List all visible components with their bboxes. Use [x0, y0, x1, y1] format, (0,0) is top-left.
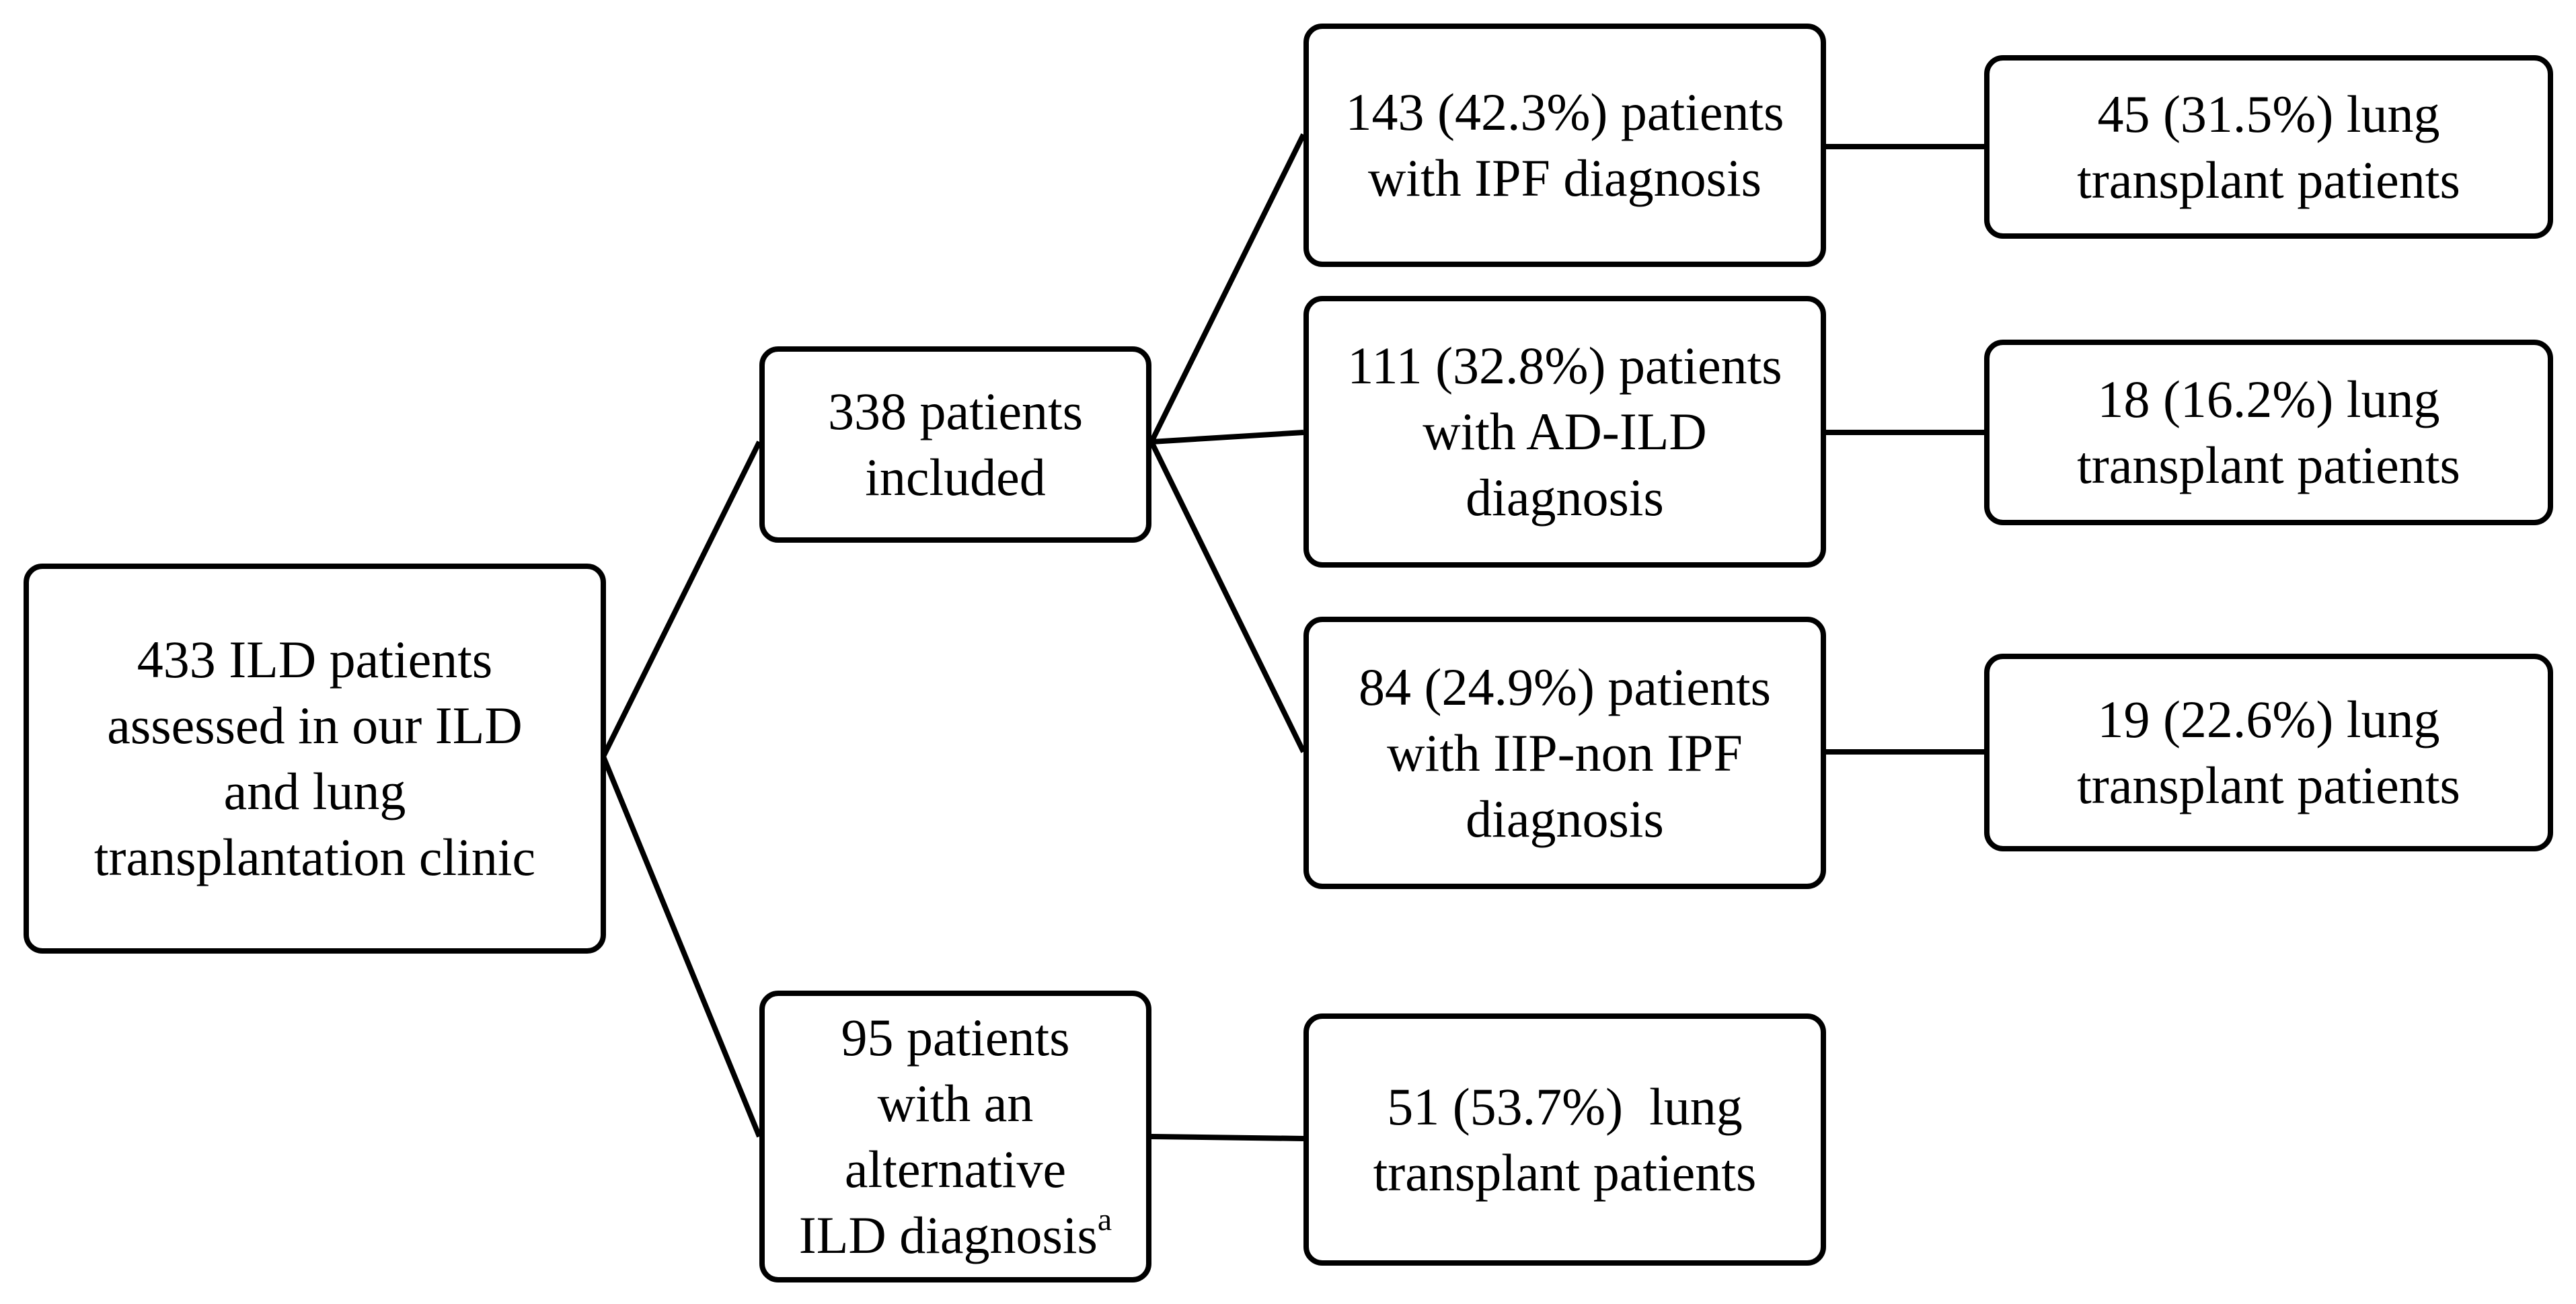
- footnote-marker: a: [1097, 1202, 1112, 1237]
- ipf-transplant-line-2: transplant patients: [2077, 150, 2460, 209]
- iip-line-3: diagnosis: [1466, 789, 1664, 848]
- ipf-line-1: 143 (42.3%) patients: [1345, 83, 1784, 141]
- connector-alternative-to-transplant: [1151, 1134, 1304, 1141]
- connector-root-to-included: [601, 440, 762, 758]
- ad-ild-line-2: with AD-ILD: [1423, 402, 1707, 461]
- ad-ild-line-3: diagnosis: [1466, 468, 1664, 527]
- connector-included-to-iip: [1149, 440, 1306, 753]
- ipf-box: 143 (42.3%) patients with IPF diagnosis: [1303, 24, 1826, 267]
- alternative-transplant-line-2: transplant patients: [1373, 1143, 1757, 1202]
- alternative-line-4-text: ILD diagnosis: [798, 1206, 1098, 1264]
- ipf-line-2: with IPF diagnosis: [1367, 149, 1762, 207]
- included-box: 338 patients included: [759, 346, 1151, 543]
- iip-transplant-line-1: 19 (22.6%) lung: [2097, 690, 2440, 749]
- ipf-transplant-box: 45 (31.5%) lung transplant patients: [1984, 55, 2553, 239]
- root-line-2: assessed in our ILD: [107, 696, 523, 755]
- connector-root-to-alternative: [601, 755, 762, 1138]
- iip-transplant-box: 19 (22.6%) lung transplant patients: [1984, 654, 2553, 851]
- iip-line-2: with IIP-non IPF: [1387, 723, 1743, 782]
- ad-ild-transplant-line-1: 18 (16.2%) lung: [2097, 370, 2440, 428]
- root-line-4: transplantation clinic: [93, 828, 536, 886]
- alternative-transplant-line-1: 51 (53.7%) lung: [1387, 1077, 1743, 1136]
- root-line-3: and lung: [223, 762, 406, 820]
- alternative-diagnosis-box: 95 patients with an alternative ILD diag…: [759, 991, 1151, 1282]
- alternative-line-2: with an: [877, 1074, 1034, 1133]
- connector-included-to-ad-ild: [1151, 430, 1304, 445]
- root-line-1: 433 ILD patients: [137, 630, 493, 689]
- alternative-line-1: 95 patients: [841, 1008, 1070, 1067]
- alternative-line-4: ILD diagnosisa: [799, 1202, 1112, 1268]
- included-line-1: 338 patients: [827, 382, 1084, 440]
- alternative-transplant-box: 51 (53.7%) lung transplant patients: [1303, 1013, 1826, 1266]
- alternative-line-3: alternative: [844, 1140, 1067, 1198]
- ad-ild-box: 111 (32.8%) patients with AD-ILD diagnos…: [1303, 296, 1826, 568]
- ad-ild-transplant-box: 18 (16.2%) lung transplant patients: [1984, 340, 2553, 525]
- iip-non-ipf-box: 84 (24.9%) patients with IIP-non IPF dia…: [1303, 617, 1826, 889]
- ad-ild-transplant-line-2: transplant patients: [2077, 436, 2460, 494]
- root-box: 433 ILD patients assessed in our ILD and…: [24, 564, 606, 954]
- iip-transplant-line-2: transplant patients: [2077, 756, 2460, 814]
- connector-included-to-ipf: [1149, 133, 1306, 443]
- ipf-transplant-line-1: 45 (31.5%) lung: [2097, 84, 2440, 143]
- iip-line-1: 84 (24.9%) patients: [1358, 657, 1772, 716]
- ad-ild-line-1: 111 (32.8%) patients: [1347, 336, 1782, 395]
- included-line-2: included: [865, 448, 1046, 506]
